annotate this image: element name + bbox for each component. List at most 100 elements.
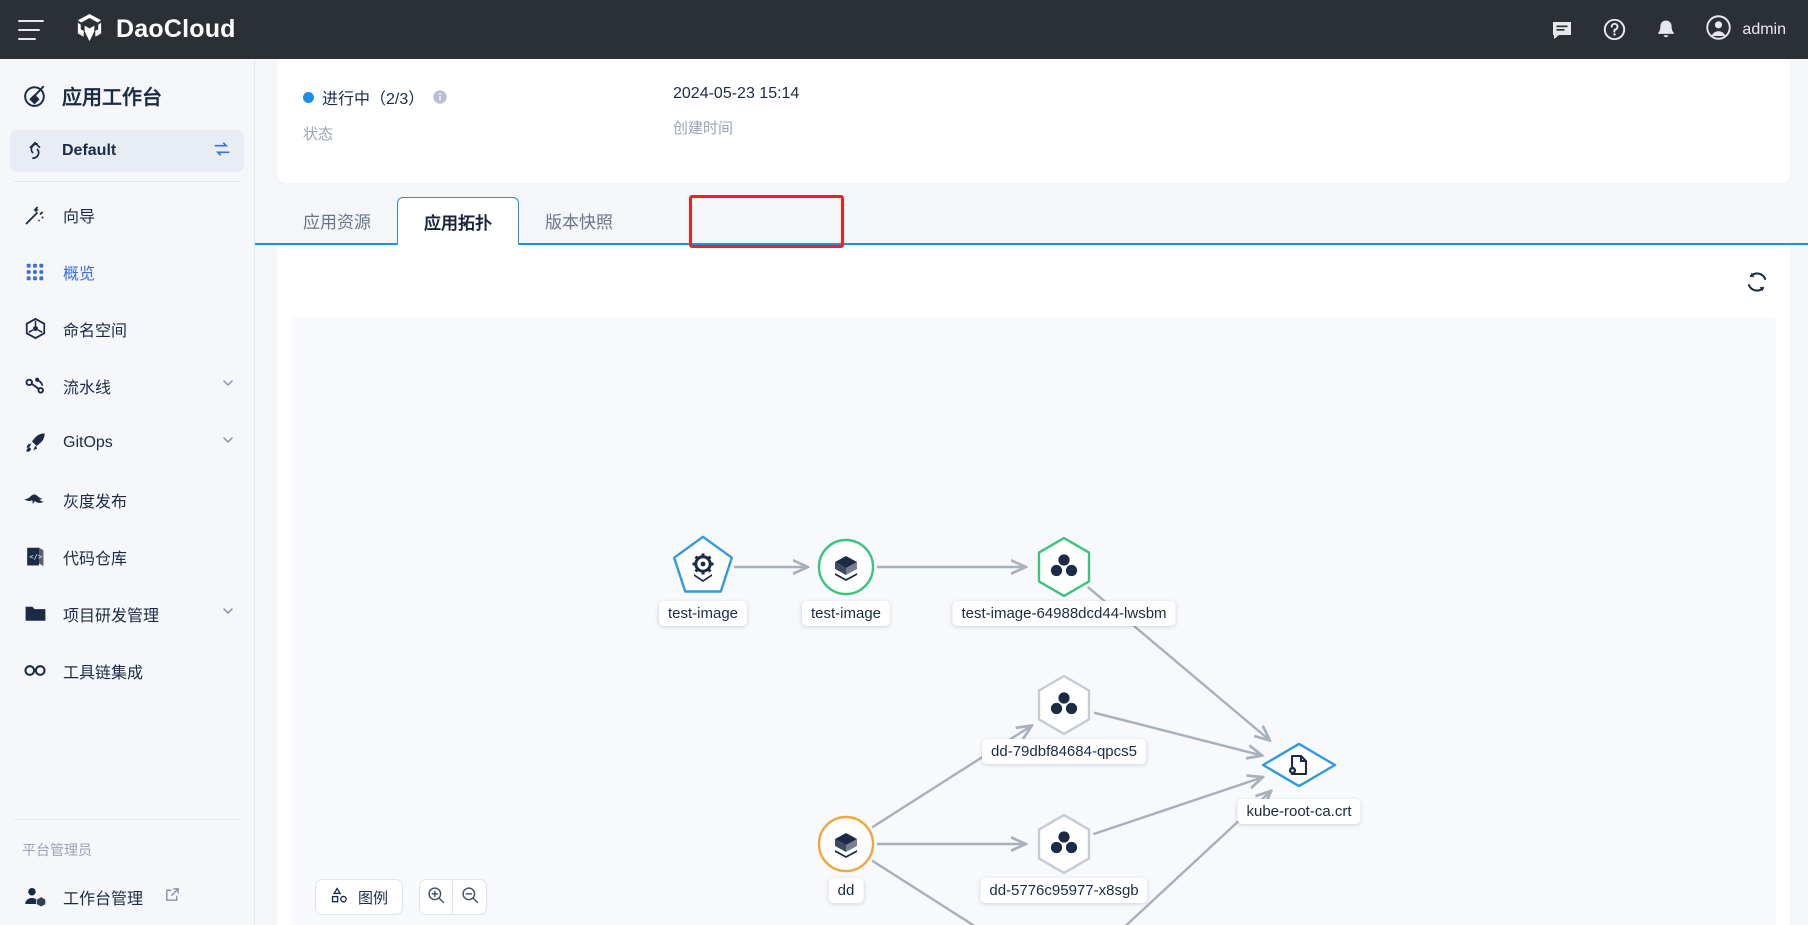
cube-icon (22, 316, 48, 342)
node-label: test-image (659, 601, 747, 626)
status-label: 状态 (303, 123, 673, 144)
app-info-row: 进行中（2/3） 状态 2024-05-23 15:14 创建时间 (303, 85, 1043, 144)
infinity-icon (22, 658, 48, 684)
external-link-icon[interactable] (164, 886, 181, 908)
tab-app-topology[interactable]: 应用拓扑 (397, 197, 519, 245)
graph-node[interactable] (1039, 676, 1089, 734)
topology-canvas[interactable]: test-image test-image test-image-64988dcd4… (291, 317, 1776, 925)
zoom-controls (419, 879, 487, 915)
bird-icon (22, 487, 48, 513)
info-icon[interactable] (432, 89, 448, 105)
grid-icon (22, 259, 48, 285)
hamburger-line (18, 29, 40, 31)
zoom-in-icon (426, 885, 446, 910)
graph-node[interactable] (819, 817, 873, 871)
sidebar-item-gitops[interactable]: GitOps (0, 414, 254, 471)
sidebar-item-label: 代码仓库 (63, 545, 236, 569)
graph-node[interactable] (674, 537, 732, 592)
project-icon (22, 138, 48, 164)
sidebar-item-label: 项目研发管理 (63, 602, 205, 626)
sidebar-item-wizard[interactable]: 向导 (0, 186, 254, 243)
node-shape (1039, 815, 1089, 873)
graph-controls: 图例 (315, 879, 487, 915)
status-value-wrap: 进行中（2/3） (303, 85, 673, 109)
main-content: 进行中（2/3） 状态 2024-05-23 15:14 创建时间 (255, 59, 1808, 925)
chevron-down-icon[interactable] (220, 603, 236, 624)
sidebar-section-label: 平台管理员 (0, 820, 254, 868)
legend-button-label: 图例 (358, 887, 388, 908)
workspace-title-text: 应用工作台 (62, 81, 162, 110)
folder-icon (22, 601, 48, 627)
node-shape (1263, 744, 1335, 786)
node-shape (1039, 676, 1089, 734)
zoom-out-button[interactable] (453, 879, 487, 915)
app-info-card: 进行中（2/3） 状态 2024-05-23 15:14 创建时间 (277, 59, 1790, 183)
graph-node[interactable] (1039, 815, 1089, 873)
user-admin-icon (22, 884, 48, 910)
node-label: test-image (802, 601, 890, 626)
sidebar-item-label: 工作台管理 (63, 885, 143, 909)
user-menu[interactable]: admin (1705, 14, 1786, 46)
bell-icon[interactable] (1653, 17, 1679, 43)
sidebar-item-toolchain[interactable]: 工具链集成 (0, 642, 254, 699)
daocloud-logo-icon (74, 12, 105, 48)
shapes-icon (330, 886, 349, 909)
sidebar-item-label: 流水线 (63, 374, 205, 398)
chevron-down-icon[interactable] (220, 375, 236, 396)
refresh-icon[interactable] (1742, 267, 1772, 297)
tab-app-resources[interactable]: 应用资源 (277, 197, 397, 243)
node-label: test-image-64988dcd44-lwsbm (952, 601, 1175, 626)
hamburger-icon[interactable] (18, 20, 44, 40)
node-label: dd (829, 878, 864, 903)
tab-bar: 应用资源 应用拓扑 版本快照 (255, 198, 1808, 245)
tab-version-snapshot[interactable]: 版本快照 (519, 197, 639, 243)
topology-panel: test-image test-image test-image-64988dcd4… (277, 245, 1790, 925)
top-bar-actions: admin (1549, 14, 1786, 46)
sidebar: 应用工作台 Default (0, 59, 255, 925)
graph-node[interactable] (819, 540, 873, 594)
status-value: 进行中（2/3） (322, 85, 424, 109)
rocket-icon (22, 430, 48, 456)
avatar (1705, 14, 1732, 46)
sidebar-default-label: Default (62, 142, 198, 160)
zoom-out-icon (460, 885, 480, 910)
zoom-in-button[interactable] (419, 879, 453, 915)
chat-icon[interactable] (1549, 17, 1575, 43)
node-label: dd-5776c95977-x8sgb (980, 878, 1147, 903)
brand-logo[interactable]: DaoCloud (74, 12, 236, 48)
created-label: 创建时间 (673, 117, 1043, 138)
sidebar-item-pipeline[interactable]: 流水线 (0, 357, 254, 414)
hamburger-line (18, 20, 44, 22)
sidebar-bottom: 平台管理员 工作台管理 (0, 819, 254, 925)
svg-text:</>: </> (29, 552, 43, 561)
brand-name: DaoCloud (116, 15, 236, 44)
workspace-title: 应用工作台 (0, 59, 254, 130)
topology-toolbar (277, 245, 1790, 317)
graph-node[interactable] (1039, 538, 1089, 596)
workspace-icon (22, 83, 48, 109)
sidebar-item-default-project[interactable]: Default (10, 130, 244, 172)
sidebar-item-project-dev-mgmt[interactable]: 项目研发管理 (0, 585, 254, 642)
sidebar-item-label: 向导 (63, 203, 236, 227)
graph-node[interactable] (1263, 744, 1335, 786)
sidebar-item-namespace[interactable]: 命名空间 (0, 300, 254, 357)
top-bar: DaoCloud (0, 0, 1808, 59)
help-icon[interactable] (1601, 17, 1627, 43)
sidebar-item-canary-release[interactable]: 灰度发布 (0, 471, 254, 528)
status-dot-icon (303, 92, 314, 103)
sidebar-item-workbench-admin[interactable]: 工作台管理 (0, 868, 254, 925)
sidebar-item-label: GitOps (63, 434, 205, 452)
switch-project-icon[interactable] (212, 139, 232, 164)
pipeline-icon (22, 373, 48, 399)
chevron-down-icon[interactable] (220, 432, 236, 453)
legend-button[interactable]: 图例 (315, 879, 403, 915)
sidebar-item-label: 概览 (63, 260, 236, 284)
sidebar-item-overview[interactable]: 概览 (0, 243, 254, 300)
sidebar-divider (14, 181, 240, 182)
sidebar-item-label: 灰度发布 (63, 488, 236, 512)
status-field: 进行中（2/3） 状态 (303, 85, 673, 144)
sidebar-item-label: 命名空间 (63, 317, 236, 341)
created-value: 2024-05-23 15:14 (673, 85, 1043, 103)
sidebar-item-code-repo[interactable]: </> 代码仓库 (0, 528, 254, 585)
node-label: dd-79dbf84684-qpcs5 (982, 739, 1146, 764)
